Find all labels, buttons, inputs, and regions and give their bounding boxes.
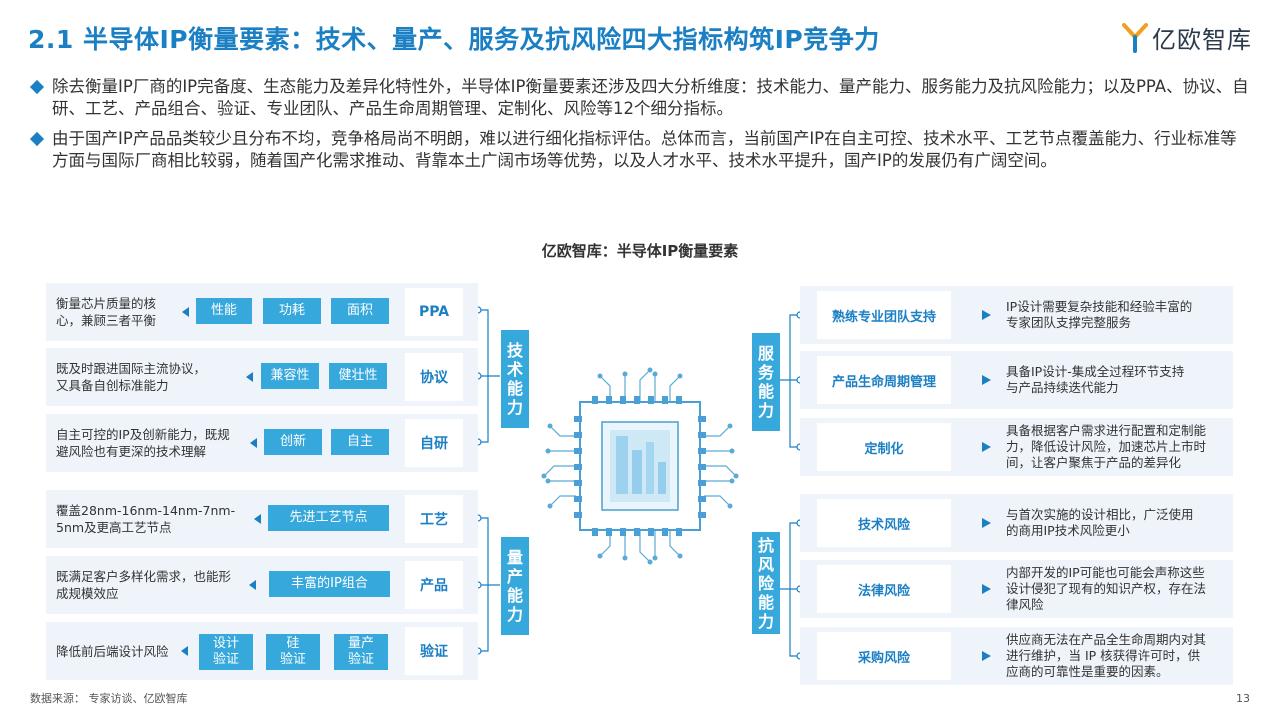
category-label: 技术能力 [506, 341, 523, 417]
bullet-text: 除去衡量IP厂商的IP完备度、生态能力及差异化特性外，半导体IP衡量要素还涉及四… [52, 77, 1249, 118]
row-name: 工艺 [405, 495, 463, 543]
row-name: PPA [405, 288, 463, 336]
tag-chip: 硅 验证 [266, 634, 320, 670]
tag-chip: 设计 验证 [199, 634, 253, 670]
bullet-item: 除去衡量IP厂商的IP完备度、生态能力及差异化特性外，半导体IP衡量要素还涉及四… [29, 76, 1252, 120]
tag-chip: 兼容性 [261, 363, 319, 389]
logo-icon [1122, 22, 1148, 53]
category-service-capability: 服务能力 [752, 333, 780, 431]
tag-chip: 面积 [331, 298, 389, 324]
category-label: 量产能力 [506, 548, 523, 624]
category-label: 抗风险能力 [757, 535, 774, 631]
triangle-right-icon [982, 442, 991, 452]
tag-chip: 自主 [331, 429, 389, 455]
row-description: 内部开发的IP可能也可能会声称这些 设计侵犯了现有的知识产权，存在法 律风险 [1006, 565, 1207, 612]
triangle-right-icon [982, 584, 991, 594]
row-description: 自主可控的IP及创新能力，既规 避风险也有更深的技术理解 [56, 427, 230, 459]
tag-chip: 先进工艺节点 [268, 505, 389, 531]
row-description: 与首次实施的设计相比，广泛使用 的商用IP技术风险更小 [1006, 507, 1194, 538]
triangle-right-icon [982, 518, 991, 528]
bullet-list: 除去衡量IP厂商的IP完备度、生态能力及差异化特性外，半导体IP衡量要素还涉及四… [29, 76, 1252, 180]
row-description: 供应商无法在产品全生命周期内对其 进行维护，当 IP 核获得许可时，供 应商的可… [1006, 632, 1207, 679]
row-name: 熟练专业团队支持 [817, 291, 951, 339]
row-name: 验证 [405, 627, 463, 675]
row-description: 具备根据客户需求进行配置和定制能 力，降低设计风险，加速芯片上市时 间，让客户聚… [1006, 423, 1207, 470]
chip-icon [541, 367, 739, 565]
tag-chip: 功耗 [263, 298, 321, 324]
row-name: 技术风险 [817, 499, 951, 547]
category-production-capability: 量产能力 [501, 537, 529, 635]
triangle-right-icon [982, 651, 991, 661]
data-source: 数据来源： 专家访谈、亿欧智库 [30, 692, 188, 705]
right-row-legal-risk: 法律风险 内部开发的IP可能也可能会声称这些 设计侵犯了现有的知识产权，存在法 … [800, 560, 1233, 618]
diagram-title: 亿欧智库：半导体IP衡量要素 [541, 242, 739, 260]
chip-illustration [540, 366, 740, 566]
triangle-left-icon [249, 580, 256, 590]
tag-chip: 性能 [196, 298, 252, 324]
bullet-item: 由于国产IP产品品类较少且分布不均，竞争格局尚不明朗，难以进行细化指标评估。总体… [29, 128, 1252, 172]
row-name: 法律风险 [817, 565, 951, 613]
tag-chip: 创新 [264, 429, 322, 455]
right-row-procurement-risk: 采购风险 供应商无法在产品全生命周期内对其 进行维护，当 IP 核获得许可时，供… [800, 627, 1233, 685]
triangle-right-icon [982, 375, 991, 385]
row-description: 具备IP设计-集成全过程环节支持 与产品持续迭代能力 [1006, 364, 1185, 395]
triangle-left-icon [254, 514, 261, 524]
triangle-left-icon [250, 438, 257, 448]
bullet-text: 由于国产IP产品品类较少且分布不均，竞争格局尚不明朗，难以进行细化指标评估。总体… [52, 129, 1237, 170]
triangle-left-icon [181, 646, 188, 656]
logo-text: 亿欧智库 [1152, 26, 1252, 54]
row-name: 自研 [405, 419, 463, 467]
category-technical-capability: 技术能力 [501, 330, 529, 428]
left-row-process: 覆盖28nm-16nm-14nm-7nm- 5nm及更高工艺节点 先进工艺节点 … [46, 490, 478, 548]
page-title: 2.1 半导体IP衡量要素：技术、量产、服务及抗风险四大指标构筑IP竞争力 [28, 25, 880, 54]
tag-chip: 量产 验证 [334, 634, 388, 670]
row-description: 降低前后端设计风险 [56, 643, 169, 659]
triangle-right-icon [982, 310, 991, 320]
left-row-product: 既满足客户多样化需求，也能形 成规模效应 丰富的IP组合 产品 [46, 556, 478, 614]
row-name: 产品 [405, 561, 463, 609]
row-name: 采购风险 [817, 632, 951, 680]
left-row-self-developed: 自主可控的IP及创新能力，既规 避风险也有更深的技术理解 创新 自主 自研 [46, 414, 478, 472]
left-row-ppa: 衡量芯片质量的核 心，兼顾三者平衡 性能 功耗 面积 PPA [46, 283, 478, 341]
logo: 亿欧智库 [1122, 20, 1252, 55]
triangle-left-icon [182, 307, 189, 317]
row-description: 覆盖28nm-16nm-14nm-7nm- 5nm及更高工艺节点 [56, 503, 236, 535]
right-row-lifecycle: 产品生命周期管理 具备IP设计-集成全过程环节支持 与产品持续迭代能力 [800, 351, 1233, 409]
category-label: 服务能力 [757, 344, 774, 420]
row-description: IP设计需要复杂技能和经验丰富的 专家团队支撑完整服务 [1006, 299, 1193, 330]
category-risk-resistance: 抗风险能力 [752, 532, 780, 634]
tag-chip: 丰富的IP组合 [269, 571, 390, 597]
right-row-customization: 定制化 具备根据客户需求进行配置和定制能 力，降低设计风险，加速芯片上市时 间，… [800, 418, 1233, 476]
page-number: 13 [1236, 692, 1250, 705]
row-name: 产品生命周期管理 [817, 356, 951, 404]
row-description: 既及时跟进国际主流协议， 又具备自创标准能力 [56, 361, 207, 393]
right-row-team-support: 熟练专业团队支持 IP设计需要复杂技能和经验丰富的 专家团队支撑完整服务 [800, 286, 1233, 344]
row-description: 既满足客户多样化需求，也能形 成规模效应 [56, 569, 232, 601]
row-description: 衡量芯片质量的核 心，兼顾三者平衡 [56, 296, 157, 328]
triangle-left-icon [246, 372, 253, 382]
left-row-verification: 降低前后端设计风险 设计 验证 硅 验证 量产 验证 验证 [46, 622, 478, 680]
tag-chip: 健壮性 [329, 363, 387, 389]
row-name: 协议 [405, 353, 463, 401]
row-name: 定制化 [817, 423, 951, 471]
left-row-protocol: 既及时跟进国际主流协议， 又具备自创标准能力 兼容性 健壮性 协议 [46, 348, 478, 406]
right-row-tech-risk: 技术风险 与首次实施的设计相比，广泛使用 的商用IP技术风险更小 [800, 494, 1233, 552]
